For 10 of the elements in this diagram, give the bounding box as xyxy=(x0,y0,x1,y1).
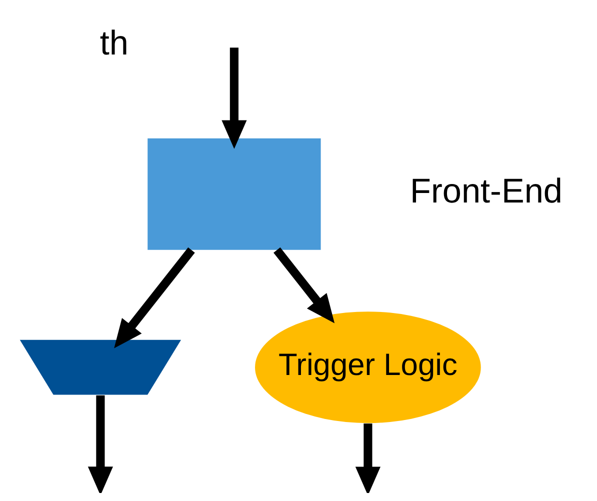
arrow xyxy=(222,48,247,149)
node-trapezoid xyxy=(20,340,182,395)
arrow xyxy=(355,424,380,493)
arrow xyxy=(88,395,113,493)
label: th xyxy=(100,24,128,62)
node-label: Front-End xyxy=(410,172,562,211)
arrow xyxy=(114,247,195,348)
node-ellipse: Trigger Logic xyxy=(255,312,481,424)
arrow xyxy=(274,247,335,324)
node-box xyxy=(148,138,321,250)
